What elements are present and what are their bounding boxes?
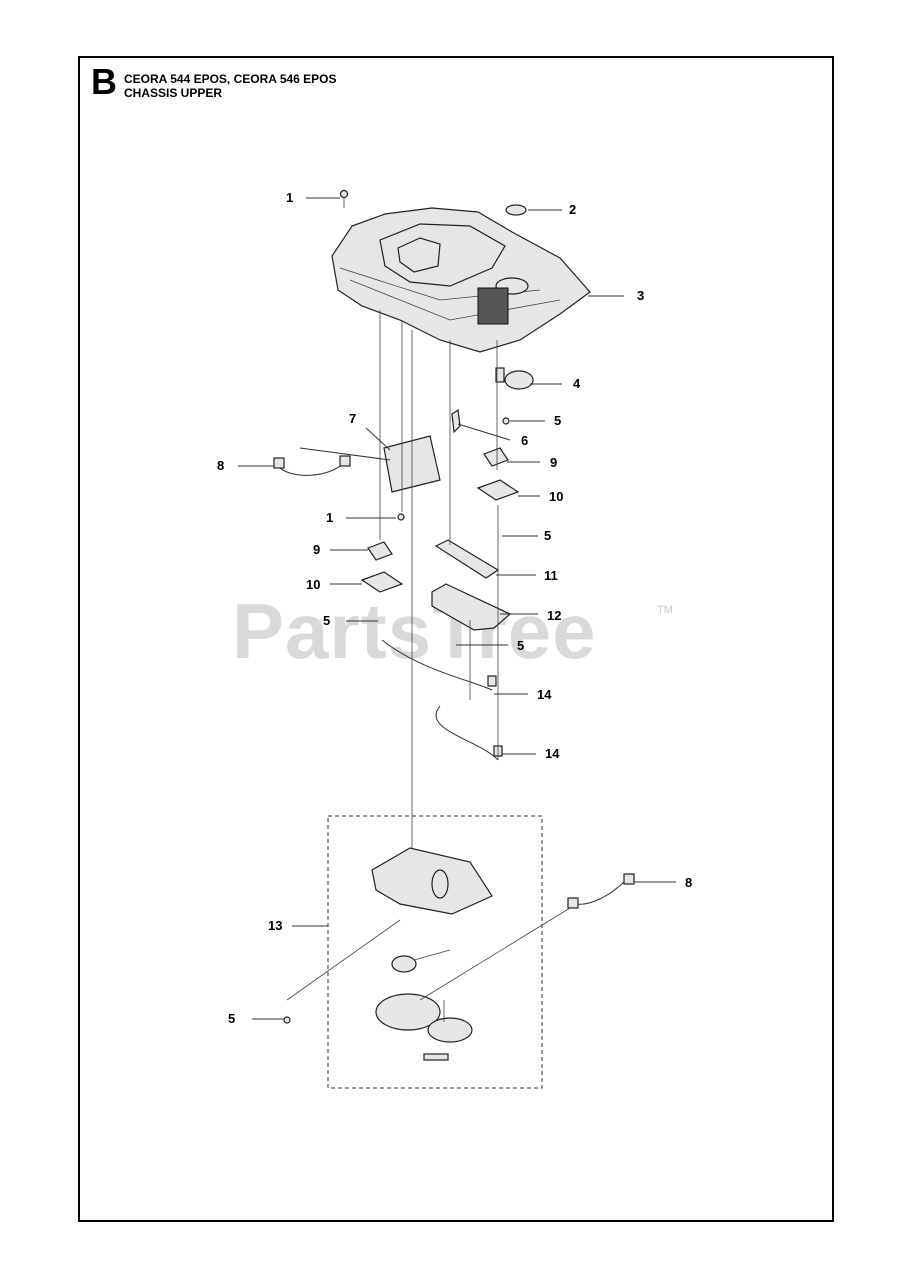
cable-connector-part: [339, 455, 351, 467]
callout-5-right: 5: [544, 528, 552, 543]
callout-9: 9: [550, 455, 558, 470]
bar-part: [434, 539, 500, 579]
callout-5-middle: 5: [517, 638, 525, 653]
screw-part: [397, 513, 405, 521]
callout-4: 4: [573, 376, 581, 391]
diagram-title: CEORA 544 EPOS, CEORA 546 EPOS CHASSIS U…: [124, 72, 337, 100]
callout-14-lower: 14: [545, 746, 560, 761]
callout-10: 10: [549, 489, 564, 504]
callout-5-left: 5: [323, 613, 331, 628]
callout-11: 11: [544, 568, 558, 583]
watermark-trademark: TM: [657, 604, 673, 616]
cable-connector-part: [273, 457, 285, 469]
callout-1-lower: 1: [326, 510, 334, 525]
wire-connector-part: [487, 675, 497, 687]
callout-9-left: 9: [313, 542, 321, 557]
mounting-plate-assembly: [371, 847, 493, 1061]
callout-12: 12: [547, 608, 562, 623]
callout-8-right: 8: [685, 875, 693, 890]
callout-3: 3: [637, 288, 645, 303]
diagram-frame: [78, 56, 834, 1222]
callout-1: 1: [286, 190, 294, 205]
screw-part: [502, 417, 510, 425]
chassis-upper-part: [331, 207, 591, 353]
holder-part: [360, 571, 404, 593]
sensor-part: [495, 367, 534, 390]
screw-part: [339, 189, 349, 208]
callout-7: 7: [349, 411, 357, 426]
board-part: [431, 583, 512, 631]
callout-14: 14: [537, 687, 552, 702]
switch-part: [367, 541, 393, 561]
callout-6: 6: [521, 433, 529, 448]
callout-8: 8: [217, 458, 225, 473]
watermark: PartsTree: [232, 587, 597, 675]
screw-part: [283, 1016, 291, 1024]
callout-5: 5: [554, 413, 562, 428]
cable-connector-part: [623, 873, 635, 885]
switch-part: [483, 447, 509, 467]
callout-13: 13: [268, 918, 283, 933]
clip-part: [451, 408, 461, 434]
label-disc-part: [505, 204, 527, 216]
holder-part: [476, 479, 520, 501]
callout-5-bottom: 5: [228, 1011, 236, 1026]
cable-connector-part: [567, 897, 579, 909]
section-letter: B: [91, 61, 117, 102]
callout-10-left: 10: [306, 577, 321, 592]
model-line: CEORA 544 EPOS, CEORA 546 EPOS: [124, 72, 337, 86]
callout-2: 2: [569, 202, 577, 217]
assembly-13-box: [327, 815, 543, 1089]
assembly-name: CHASSIS UPPER: [124, 86, 223, 100]
